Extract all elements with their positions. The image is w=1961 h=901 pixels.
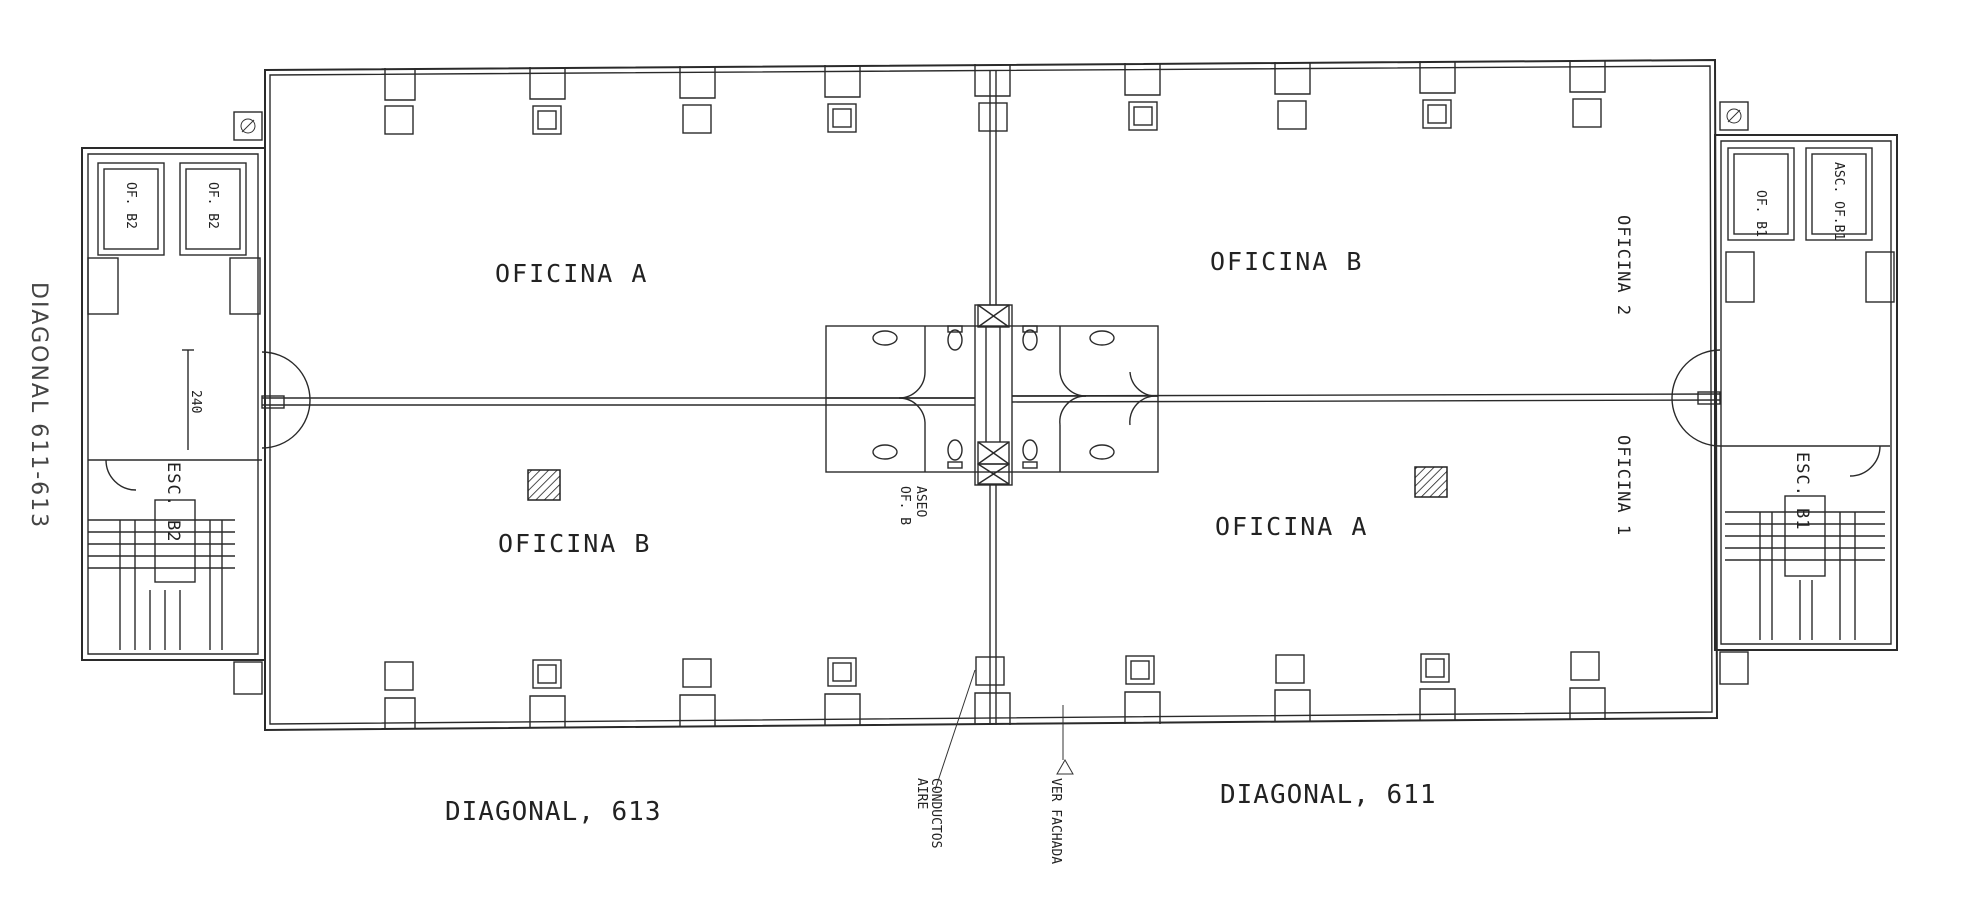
lift-label-right-1: OF. B1 [1753,190,1768,237]
stair-label-left-code: B2 [163,520,183,542]
outer-walls [81,58,1898,732]
leader-lines [934,669,1074,791]
lift-shaft [179,162,247,256]
lift-shaft [97,162,165,256]
aseo-label-line2: OF. B [897,486,912,525]
room-label-left-top: OFICINA A [495,259,648,288]
dimension-label: 240 [188,390,203,413]
room-label-oficina-2: OFICINA 2 [1613,215,1633,316]
structural-column [1414,466,1448,498]
conductos-label-line1: CONDUCTOS [928,778,943,848]
wc-core [825,304,1159,486]
corner-post [233,661,263,695]
ver-fachada-label: VER FACHADA [1048,778,1063,864]
lift-label-left-1: OF. B2 [123,182,138,229]
stair-label-left-esc: ESC. [163,462,183,507]
street-label-right: DIAGONAL, 611 [1220,780,1437,810]
stair-label-right-code: B1 [1792,508,1812,530]
room-label-right-top: OFICINA B [1210,247,1363,276]
stair-label-right-esc: ESC. [1792,452,1812,497]
street-label-left: DIAGONAL, 613 [445,797,662,827]
interior-walls [261,70,1721,725]
corner-post [1719,651,1749,685]
room-label-left-bottom: OFICINA B [498,529,651,558]
room-label-right-bottom: OFICINA A [1215,512,1368,541]
right-annex [1720,147,1895,640]
conductos-label-line2: AIRE [914,778,929,809]
corner-post [1719,101,1749,131]
lift-shaft [1805,147,1873,241]
corner-post [233,111,263,141]
structural-column [527,469,561,501]
aseo-label-line1: ASEO [913,486,928,517]
lift-label-right-2: ASC. OF.B1 [1831,162,1846,240]
facade-top [384,60,1606,135]
lift-shaft [1727,147,1795,241]
lift-label-left-2: OF. B2 [205,182,220,229]
left-annex [87,162,262,650]
side-address-label: DIAGONAL 611-613 [26,282,51,529]
room-label-oficina-1: OFICINA 1 [1613,435,1633,536]
